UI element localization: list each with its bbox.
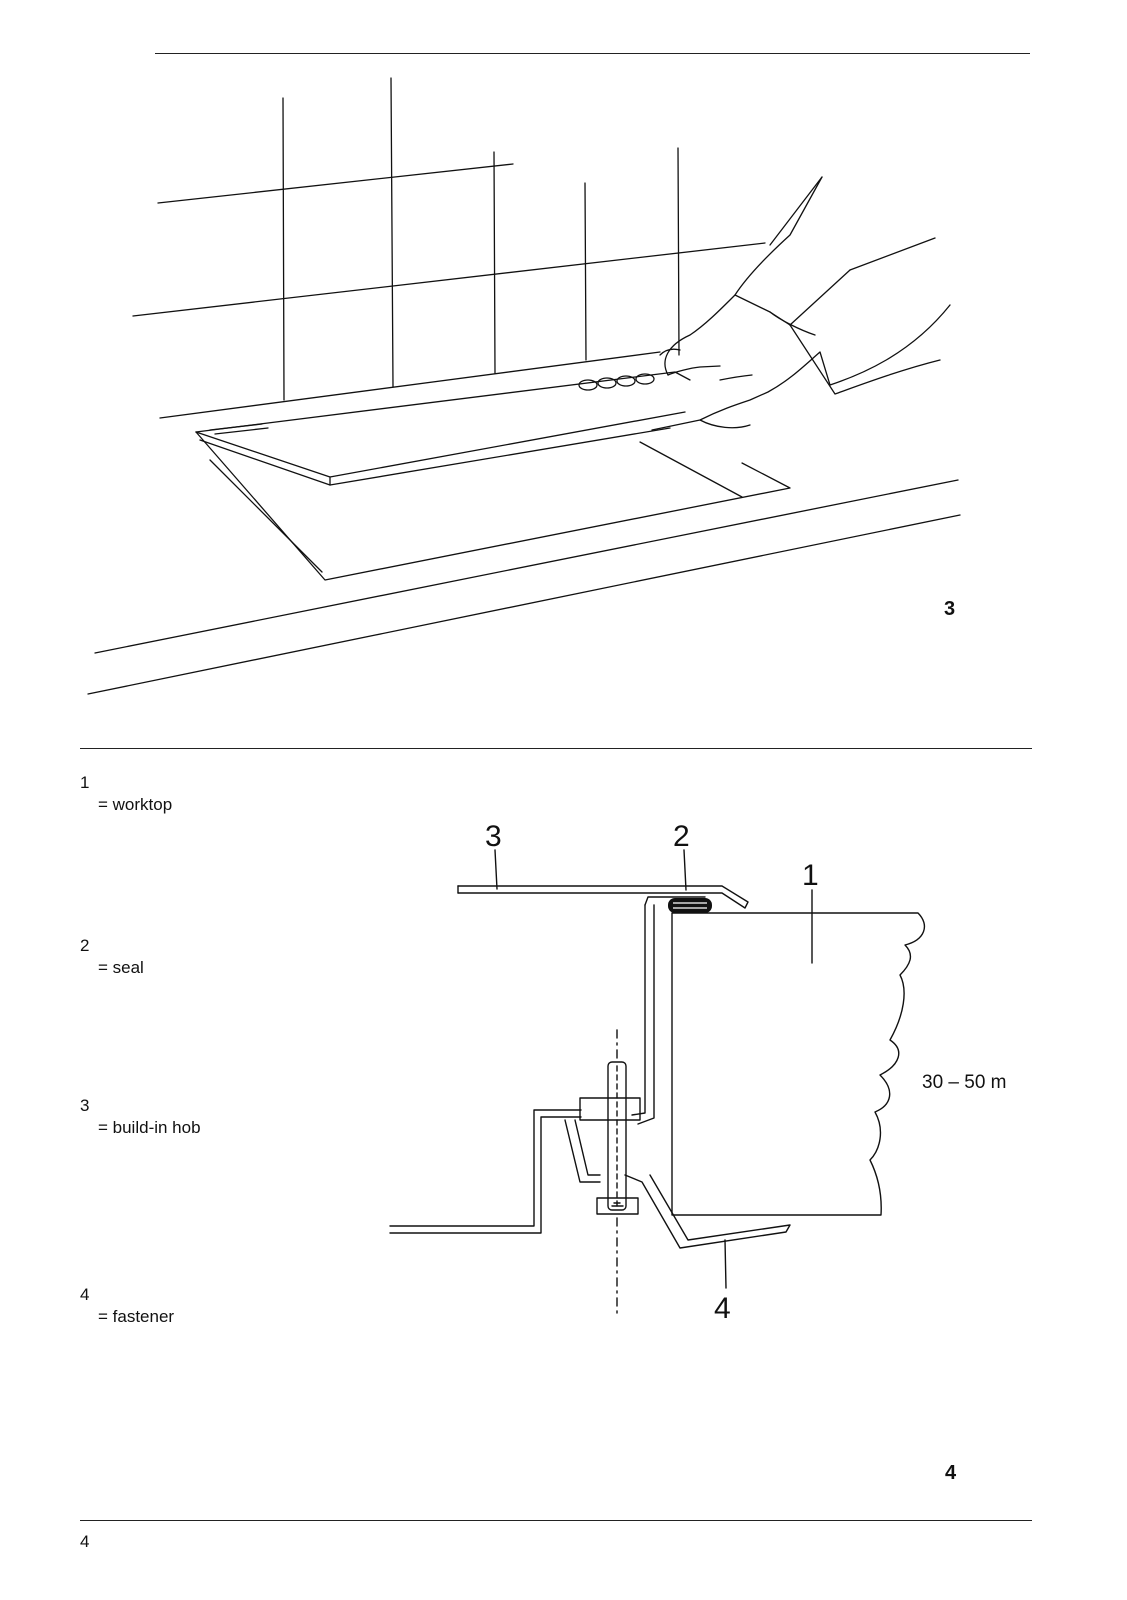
legend-item-seal: 2 = seal: [80, 935, 144, 979]
figure-3-number: 3: [944, 598, 956, 620]
dimension-label: 30 – 50 m: [922, 1072, 1007, 1093]
seal-shape: [668, 898, 712, 913]
legend-item-worktop: 1 = worktop: [80, 772, 172, 816]
worktop-outline: [671, 912, 926, 1216]
legend-number: 2: [80, 936, 90, 955]
middle-rule: [80, 748, 1032, 749]
legend-number: 4: [80, 1285, 90, 1304]
legend-number: 3: [80, 1096, 90, 1115]
callout-2: 2: [673, 820, 690, 853]
callout-1: 1: [802, 859, 819, 892]
legend-text: = fastener: [98, 1307, 175, 1326]
figure-3-illustration: [87, 77, 961, 695]
figure-4-number: 4: [945, 1462, 957, 1484]
page-number: 4: [80, 1532, 90, 1551]
legend-item-fastener: 4 = fastener: [80, 1284, 174, 1328]
legend-item-build-in-hob: 3 = build-in hob: [80, 1095, 201, 1139]
bottom-rule: [80, 1520, 1032, 1521]
figure-4-cross-section: 3 2 1 4 30 – 50 m: [389, 820, 1007, 1325]
legend-text: = seal: [98, 958, 144, 977]
callout-3: 3: [485, 820, 502, 853]
legend-text: = worktop: [98, 795, 173, 814]
callout-4: 4: [714, 1292, 731, 1325]
top-rule: [155, 53, 1030, 54]
legend-number: 1: [80, 773, 90, 792]
legend-text: = build-in hob: [98, 1118, 201, 1137]
